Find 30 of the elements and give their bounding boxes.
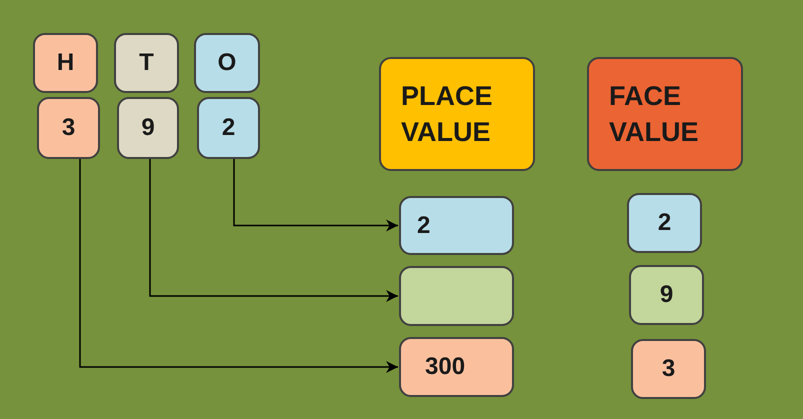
box-label: PLACE VALUE — [401, 80, 494, 149]
box-label: 300 — [425, 352, 466, 382]
arrow — [233, 159, 398, 232]
box-label: 2 — [658, 208, 672, 238]
box-label: 2 — [417, 210, 430, 240]
box-label: 3 — [62, 113, 76, 143]
digit-box — [197, 97, 260, 159]
header-box — [587, 57, 743, 171]
box-label: 9 — [660, 280, 674, 310]
arrow — [149, 159, 398, 302]
box-label: T — [139, 48, 154, 78]
arrow — [79, 159, 398, 373]
digit-box — [114, 33, 179, 93]
digit-box — [37, 97, 100, 159]
box-label: O — [218, 48, 236, 78]
box-label: 2 — [222, 113, 236, 143]
digit-box — [194, 33, 260, 93]
digit-box — [399, 196, 514, 255]
box-label: H — [56, 48, 74, 78]
empty-box — [399, 266, 514, 326]
digit-box — [631, 339, 706, 399]
box-label: 3 — [662, 354, 676, 384]
digit-box — [33, 33, 98, 93]
digit-box — [117, 97, 179, 159]
digit-box — [629, 265, 704, 325]
digit-box — [627, 193, 702, 253]
digit-box — [399, 337, 514, 397]
box-label: FACE VALUE — [609, 80, 700, 149]
header-box — [379, 57, 535, 171]
box-label: 9 — [141, 113, 155, 143]
